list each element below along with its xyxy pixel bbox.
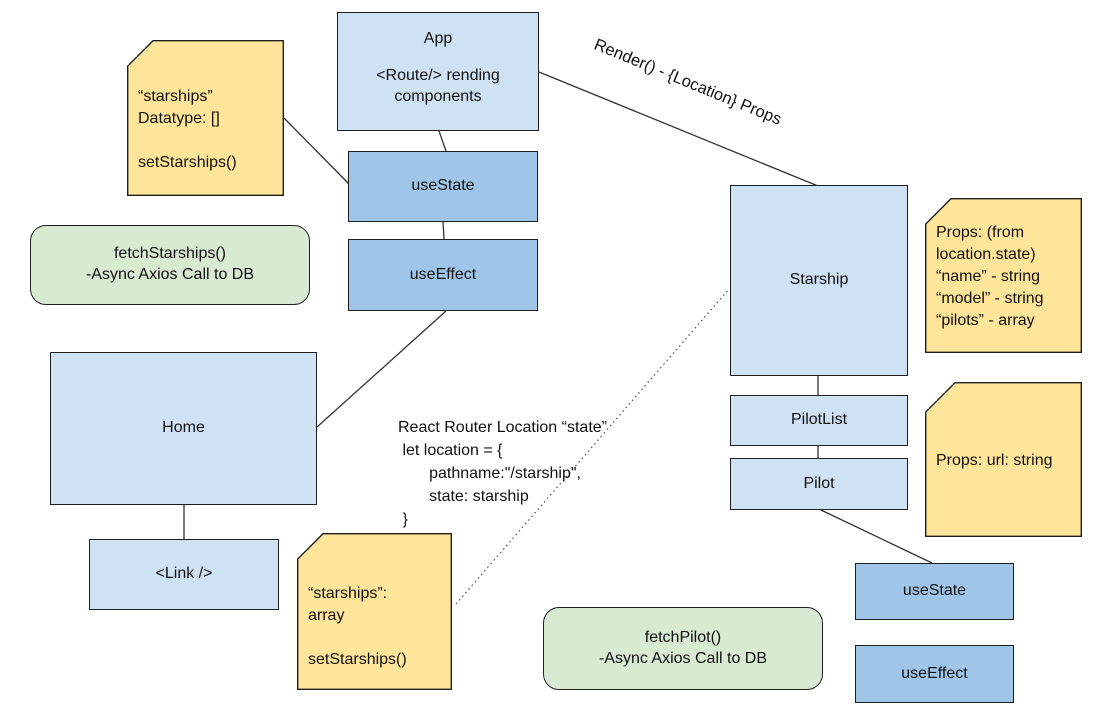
- node-app-body: <Route/> rending components: [376, 66, 500, 105]
- node-pilotlist-label: PilotList: [790, 411, 848, 429]
- node-pilot: Pilot: [730, 458, 908, 510]
- note-starships-state-text: “starships” Datatype: [] setStarships(): [138, 88, 237, 171]
- node-usestate-app-label: useState: [411, 177, 475, 195]
- node-useeffect-app-label: useEffect: [409, 265, 477, 283]
- connector-pilot-usestate: [820, 509, 933, 564]
- node-home-label: Home: [162, 419, 205, 437]
- note-pilot-props: Props: url: string: [925, 382, 1082, 537]
- node-usestate-starship: useState: [855, 563, 1014, 620]
- node-pilot-label: Pilot: [803, 474, 835, 492]
- router-state-code: React Router Location “state” let locati…: [398, 419, 607, 528]
- note-starship-props-text: Props: (from location.state) “name” - st…: [936, 224, 1044, 329]
- note-starships-state: “starships” Datatype: [] setStarships(): [127, 40, 284, 196]
- node-link: <Link />: [89, 539, 279, 610]
- connector-app-starship: [538, 71, 819, 187]
- folded-note-shape: [127, 40, 284, 196]
- node-usestate-starship-label: useState: [902, 582, 967, 600]
- callout-fetch-pilot: fetchPilot() -Async Axios Call to DB: [543, 607, 823, 690]
- note-starship-props: Props: (from location.state) “name” - st…: [925, 198, 1082, 353]
- callout-fetch-starships: fetchStarships() -Async Axios Call to DB: [30, 225, 310, 305]
- connector-note-usestate: [283, 117, 350, 185]
- folded-note-shape: [297, 533, 452, 690]
- connector-usestate-useeffect: [442, 221, 445, 240]
- node-home: Home: [50, 352, 317, 505]
- callout-fetch-starships-text: fetchStarships() -Async Axios Call to DB: [85, 245, 255, 283]
- folded-note-shape: [925, 198, 1082, 353]
- folded-note-shape: [925, 382, 1082, 537]
- connector-useeffect-home: [316, 310, 447, 428]
- node-usestate-app: useState: [348, 151, 538, 222]
- node-useeffect-starship-label: useEffect: [901, 664, 968, 682]
- node-starship: Starship: [730, 185, 908, 376]
- node-useeffect-starship: useEffect: [855, 645, 1014, 703]
- connector-app-usestate: [438, 130, 447, 152]
- node-app: App <Route/> rending components: [337, 12, 539, 131]
- callout-fetch-pilot-text: fetchPilot() -Async Axios Call to DB: [598, 628, 768, 667]
- node-useeffect-app: useEffect: [348, 239, 538, 311]
- note-pilot-props-text: Props: url: string: [936, 452, 1053, 469]
- node-app-title: App: [423, 30, 453, 47]
- note-starships-array-text: “starships”: array setStarships(): [308, 585, 407, 668]
- note-starships-array: “starships”: array setStarships(): [297, 533, 452, 690]
- node-pilotlist: PilotList: [730, 395, 908, 446]
- node-starship-label: Starship: [789, 271, 849, 289]
- node-link-label: <Link />: [155, 565, 213, 583]
